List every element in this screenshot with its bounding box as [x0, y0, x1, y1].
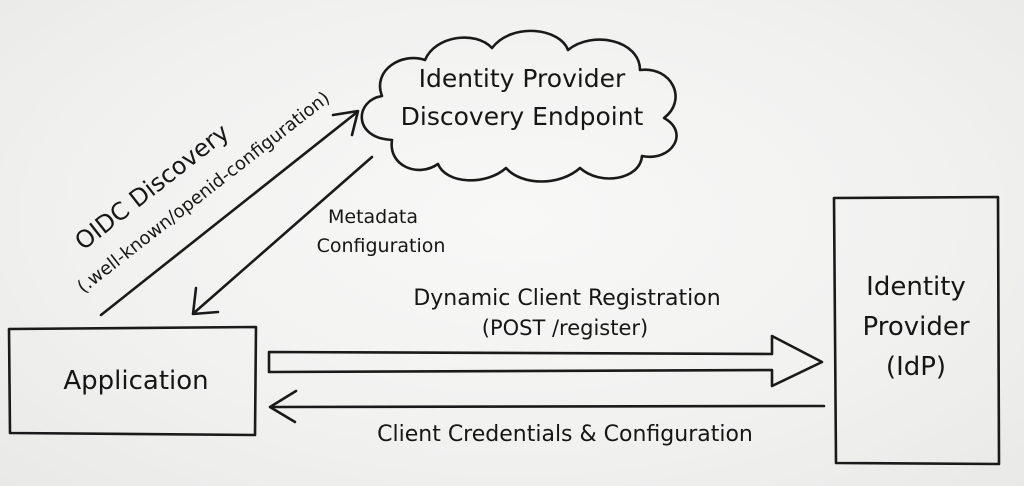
metadata-label-line1: Metadata — [328, 206, 418, 228]
cloud-shape — [360, 29, 678, 183]
metadata-label-line2: Configuration — [316, 235, 446, 257]
idp-box — [832, 195, 1001, 466]
application-label: Application — [63, 366, 209, 396]
cloud-title-line1: Identity Provider — [418, 64, 626, 93]
registration-label-line1: Dynamic Client Registration — [413, 286, 721, 311]
registration-label-line2: (POST /register) — [481, 316, 649, 340]
credentials-label: Client Credentials & Configuration — [377, 422, 753, 447]
cloud-title-line2: Discovery Endpoint — [400, 102, 644, 131]
idp-label-line2: Provider — [862, 312, 970, 342]
idp-label-line3: (IdP) — [885, 352, 947, 382]
idp-label-line1: Identity — [866, 272, 966, 302]
credentials-arrow — [268, 389, 826, 424]
application-box — [7, 325, 258, 437]
metadata-arrow — [191, 155, 374, 316]
registration-arrow — [267, 334, 824, 388]
discovery-arrow — [99, 109, 360, 317]
